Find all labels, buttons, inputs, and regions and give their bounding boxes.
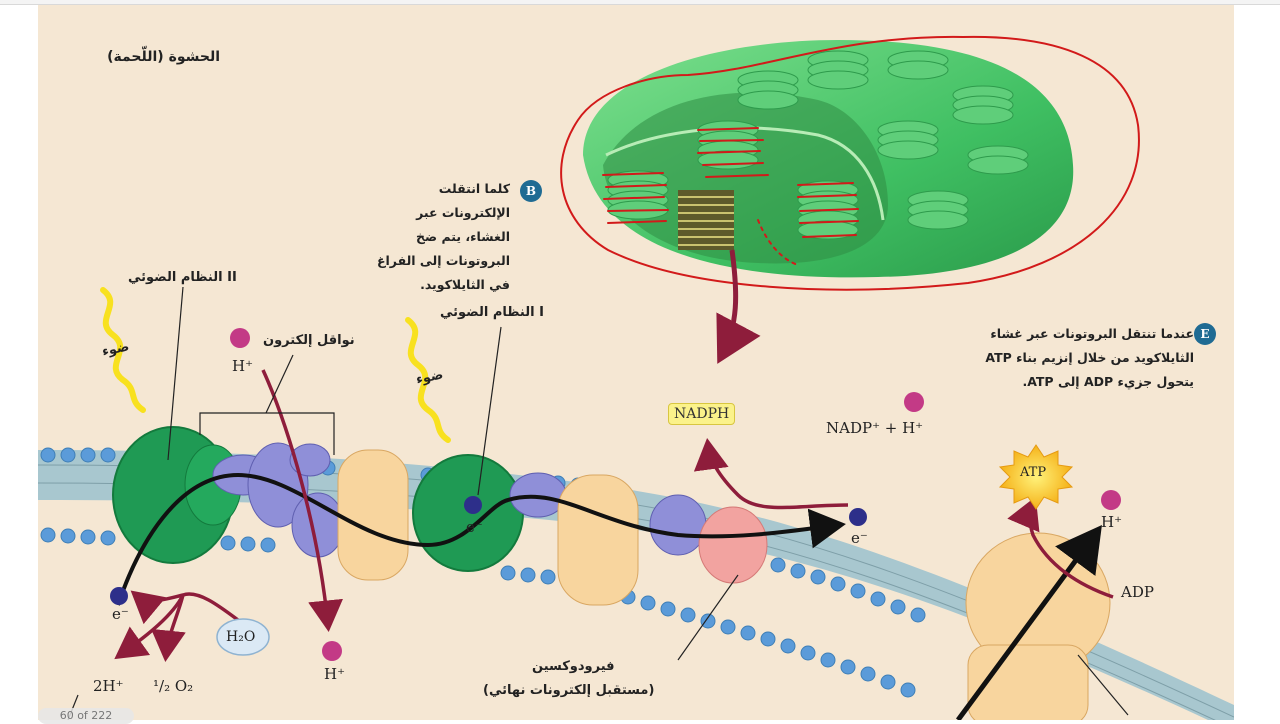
electron-label-left: e⁻ [112,605,129,623]
proton-label-bottom: H⁺ [324,665,345,683]
nadp-label: NADP⁺ + H⁺ [826,419,924,437]
particles [110,328,1121,661]
electron-label-mid: e⁻ [466,518,483,536]
photosystem-i [412,454,524,572]
diagram-page: الحشوة (اللّحمة) كلما انتقلت الإلكترونات… [38,5,1234,720]
reaction-arrows [114,369,1114,662]
light-squiggles [100,287,451,443]
red-annotation [560,35,1140,291]
diagram-title: الحشوة (اللّحمة) [107,49,220,65]
highlighted-granum [678,190,734,250]
electron-label-right: e⁻ [851,529,868,547]
step-e-text: عندما تنتقل البروتونات عبر غشاء الثايلاك… [985,326,1194,389]
viewer-gutter [1234,5,1280,720]
cytochrome-complex [337,449,409,581]
window-top-bar [0,0,1280,5]
photosynthesis-diagram [38,35,1234,720]
proton-flow-arrow [955,524,1102,720]
step-b-text: كلما انتقلت الإلكترونات عبر الغشاء، يتم … [376,181,510,292]
proton-label-right: H⁺ [1101,513,1122,531]
electron-flow-path [116,472,846,606]
proton-label-top: H⁺ [232,357,253,375]
photosystem-i-label: النظام الضوئي I [440,305,544,320]
ferredoxin-note: (مستقبل إلكترونات نهائي) [483,683,655,698]
photosystem-ii-label: النظام الضوئي II [128,270,237,285]
atp-starburst [998,444,1074,510]
phospholipid-heads [40,447,926,698]
water-label: H₂O [226,629,256,645]
half-oxygen-label: ¹/₂ O₂ [153,677,194,695]
grana-stacks [607,50,1029,250]
ferredoxin-protein [698,506,768,584]
page-counter: 60 of 222 [38,708,134,724]
chloroplast [560,35,1140,291]
atp-synthase [965,532,1111,720]
atp-label: ATP [1020,465,1047,480]
zoom-arrow [716,249,761,364]
leader-lines [67,286,1129,720]
ferredoxin-label: فيرودوكسين [532,659,615,674]
step-b-badge: B [520,180,542,202]
two-protons-label: 2H⁺ [93,677,124,695]
adp-label: ADP [1121,583,1154,601]
step-e-badge: E [1194,323,1216,345]
electron-carriers-label: نواقل إلكترون [263,333,355,348]
nadph-label: NADPH [668,403,736,425]
ferredoxin-complex [557,474,639,606]
